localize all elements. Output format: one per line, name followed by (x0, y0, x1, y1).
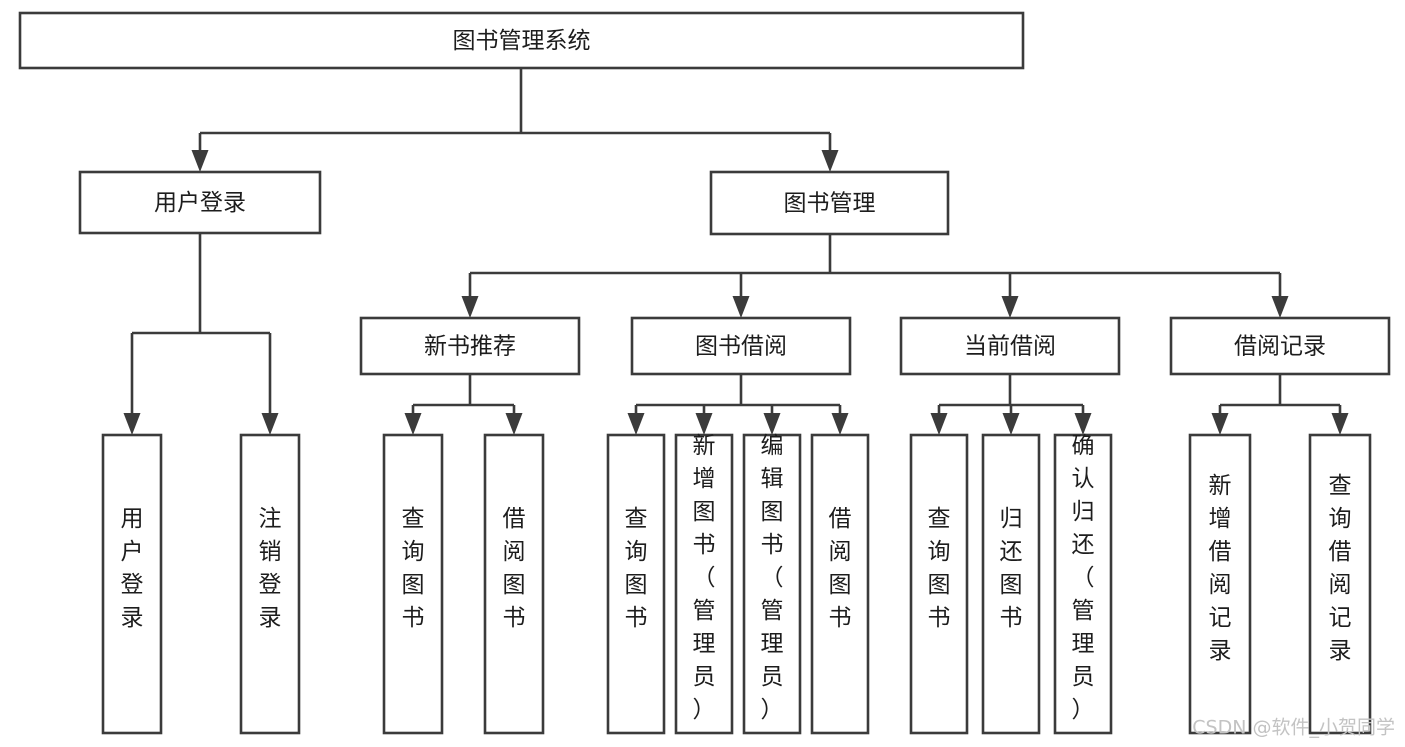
node-label-new-book-rec: 新书推荐 (424, 334, 516, 360)
node-book-borrow[interactable]: 图书借阅 (630, 316, 852, 376)
leaf-box-leaf-borrow-book-rec[interactable] (483, 433, 545, 735)
node-label-book-manage: 图书管理 (784, 191, 876, 217)
leaf-box-leaf-return-book[interactable] (981, 433, 1041, 735)
arrow-leaf-return-book (1002, 405, 1020, 435)
csdn-watermark: CSDN @软件_小贺同学 (1192, 717, 1395, 739)
node-box-user-login[interactable] (78, 170, 322, 235)
leaf-label-leaf-query-book-rec: 查询图书 (402, 506, 425, 631)
arrow-to-book-borrow (732, 273, 750, 318)
leaf-box-leaf-edit-book[interactable] (742, 433, 802, 735)
node-label-current-borrow: 当前借阅 (964, 334, 1056, 360)
connector-bus-new-book-rec (413, 374, 514, 407)
arrow-leaf-query-record (1331, 405, 1349, 435)
connector-bus-user-login (132, 233, 270, 335)
leaf-leaf-query-book-cur[interactable]: 查询图书 (909, 433, 969, 735)
connector-bus-book-manage (470, 234, 1280, 275)
leaf-label-leaf-query-book-borrow: 查询图书 (625, 506, 648, 631)
arrow-leaf-borrow-book (831, 405, 849, 435)
leaf-label-leaf-borrow-book-rec: 借阅图书 (503, 506, 526, 631)
leaf-box-leaf-borrow-book[interactable] (810, 433, 870, 735)
leaf-leaf-borrow-book-rec[interactable]: 借阅图书 (483, 433, 545, 735)
arrow-leaf-borrow-book-rec (505, 405, 523, 435)
arrow-leaf-edit-book (763, 405, 781, 435)
node-box-borrow-record[interactable] (1169, 316, 1391, 376)
leaf-leaf-query-book-borrow[interactable]: 查询图书 (606, 433, 666, 735)
leaf-label-leaf-confirm-return: 确认归还（管理员） (1072, 433, 1095, 723)
node-label-user-login: 用户登录 (154, 190, 246, 216)
node-layer: 图书管理系统用户登录图书管理新书推荐图书借阅当前借阅借阅记录用户登录注销登录查询… (18, 11, 1391, 735)
arrow-to-current-borrow (1001, 273, 1019, 318)
leaf-leaf-return-book[interactable]: 归还图书 (981, 433, 1041, 735)
arrow-leaf-confirm-return (1074, 405, 1092, 435)
leaf-label-leaf-add-book: 新增图书（管理员） (693, 433, 716, 723)
arrow-leaf-query-book-cur (930, 405, 948, 435)
connector-bus-book-borrow (636, 374, 840, 407)
leaf-box-leaf-user-login[interactable] (101, 433, 163, 735)
connector-layer (123, 68, 1349, 435)
leaf-box-leaf-query-book-rec[interactable] (382, 433, 444, 735)
leaf-leaf-query-record[interactable]: 查询借阅记录 (1308, 433, 1372, 735)
node-box-root[interactable] (18, 11, 1025, 70)
node-current-borrow[interactable]: 当前借阅 (899, 316, 1121, 376)
arrow-leaf-query-book-borrow (627, 405, 645, 435)
leaf-leaf-user-logout[interactable]: 注销登录 (239, 433, 301, 735)
node-label-borrow-record: 借阅记录 (1234, 334, 1326, 360)
node-borrow-record[interactable]: 借阅记录 (1169, 316, 1391, 376)
leaf-box-leaf-user-logout[interactable] (239, 433, 301, 735)
arrow-leaf-add-book (695, 405, 713, 435)
connector-bus-borrow-record (1220, 374, 1340, 407)
leaf-leaf-query-book-rec[interactable]: 查询图书 (382, 433, 444, 735)
leaf-leaf-add-book[interactable]: 新增图书（管理员） (674, 433, 734, 735)
arrow-leaf-add-record (1211, 405, 1229, 435)
leaf-box-leaf-query-record[interactable] (1308, 433, 1372, 735)
leaf-label-leaf-query-record: 查询借阅记录 (1329, 473, 1352, 664)
node-box-new-book-rec[interactable] (359, 316, 581, 376)
arrow-to-book-manage (821, 133, 839, 172)
node-new-book-rec[interactable]: 新书推荐 (359, 316, 581, 376)
leaf-label-leaf-user-logout: 注销登录 (259, 506, 282, 631)
node-user-login[interactable]: 用户登录 (78, 170, 322, 235)
leaf-box-leaf-add-record[interactable] (1188, 433, 1252, 735)
leaf-label-leaf-add-record: 新增借阅记录 (1209, 473, 1232, 664)
leaf-label-leaf-borrow-book: 借阅图书 (829, 506, 852, 631)
node-label-root: 图书管理系统 (453, 28, 591, 54)
arrow-leaf-query-book-rec (404, 405, 422, 435)
leaf-box-leaf-query-book-borrow[interactable] (606, 433, 666, 735)
leaf-box-leaf-query-book-cur[interactable] (909, 433, 969, 735)
leaf-label-leaf-query-book-cur: 查询图书 (928, 506, 951, 631)
leaf-box-leaf-add-book[interactable] (674, 433, 734, 735)
node-box-book-manage[interactable] (709, 170, 950, 236)
connector-bus-current-borrow (939, 374, 1083, 407)
arrow-leaf-user-logout (261, 333, 279, 435)
arrow-leaf-user-login (123, 333, 141, 435)
leaf-leaf-edit-book[interactable]: 编辑图书（管理员） (742, 433, 802, 735)
leaf-label-leaf-edit-book: 编辑图书（管理员） (761, 433, 784, 723)
node-label-book-borrow: 图书借阅 (695, 334, 787, 360)
arrow-to-borrow-record (1271, 273, 1289, 318)
leaf-box-leaf-confirm-return[interactable] (1053, 433, 1113, 735)
node-book-manage[interactable]: 图书管理 (709, 170, 950, 236)
node-box-book-borrow[interactable] (630, 316, 852, 376)
arrow-to-new-book-rec (461, 273, 479, 318)
connector-bus-root (200, 68, 830, 135)
leaf-leaf-confirm-return[interactable]: 确认归还（管理员） (1053, 433, 1113, 735)
leaf-label-leaf-return-book: 归还图书 (1000, 506, 1023, 631)
node-box-current-borrow[interactable] (899, 316, 1121, 376)
leaf-leaf-add-record[interactable]: 新增借阅记录 (1188, 433, 1252, 735)
leaf-leaf-borrow-book[interactable]: 借阅图书 (810, 433, 870, 735)
arrow-to-user-login (191, 133, 209, 172)
leaf-label-leaf-user-login: 用户登录 (121, 506, 144, 631)
node-root[interactable]: 图书管理系统 (18, 11, 1025, 70)
leaf-leaf-user-login[interactable]: 用户登录 (101, 433, 163, 735)
